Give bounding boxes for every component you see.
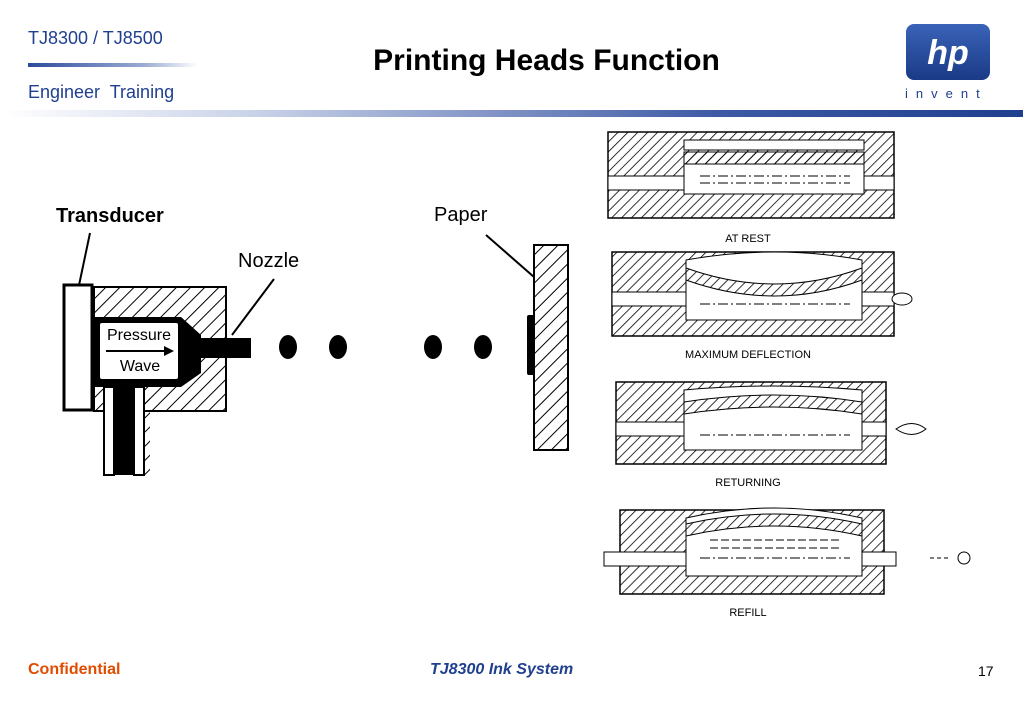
nozzle-label: Nozzle [238,250,299,272]
header-subtitle: Engineer Training [28,82,175,102]
header-divider [0,110,1023,117]
logo-tagline: invent [905,86,988,101]
transducer-label: Transducer [56,205,164,227]
logo-text: hp [927,34,969,72]
paper-leader [485,234,535,278]
paper-label: Paper [434,204,488,226]
hp-logo: hp [906,24,990,80]
ink-droplet [329,335,347,359]
panel-at-rest: AT REST [607,131,895,245]
page-number: 17 [978,663,994,679]
ink-droplet [279,335,297,359]
header-product: TJ8300 / TJ8500 [28,28,163,48]
pressure-label: Pressure [107,327,171,344]
ink-dot-on-paper [527,315,535,375]
nozzle-leader [231,278,275,336]
panel-maximum-deflection: MAXIMUM DEFLECTION [611,251,913,361]
paper-sheet [533,244,569,451]
transducer-leader [77,232,91,291]
panel-caption: MAXIMUM DEFLECTION [685,349,811,361]
header-underline [28,63,198,67]
state-panels: AT REST MAXIMUM DEFLECTION RETURNING R [603,131,971,619]
panel-refill: REFILL [603,507,971,619]
panel-caption: REFILL [729,607,766,619]
nozzle [201,338,251,358]
wave-label: Wave [120,358,160,375]
wave-arrow-icon [164,346,174,356]
footer-confidential: Confidential [28,661,121,678]
page-title: Printing Heads Function [373,44,720,77]
ink-droplet [474,335,492,359]
panel-caption: RETURNING [715,477,780,489]
panel-returning: RETURNING [615,381,927,489]
inkjet-diagram: Pressure Wave Nozzle Paper [62,204,569,476]
panel-caption: AT REST [725,233,771,245]
transducer-plate [62,283,94,412]
ink-droplet [424,335,442,359]
footer-title: TJ8300 Ink System [430,661,574,678]
